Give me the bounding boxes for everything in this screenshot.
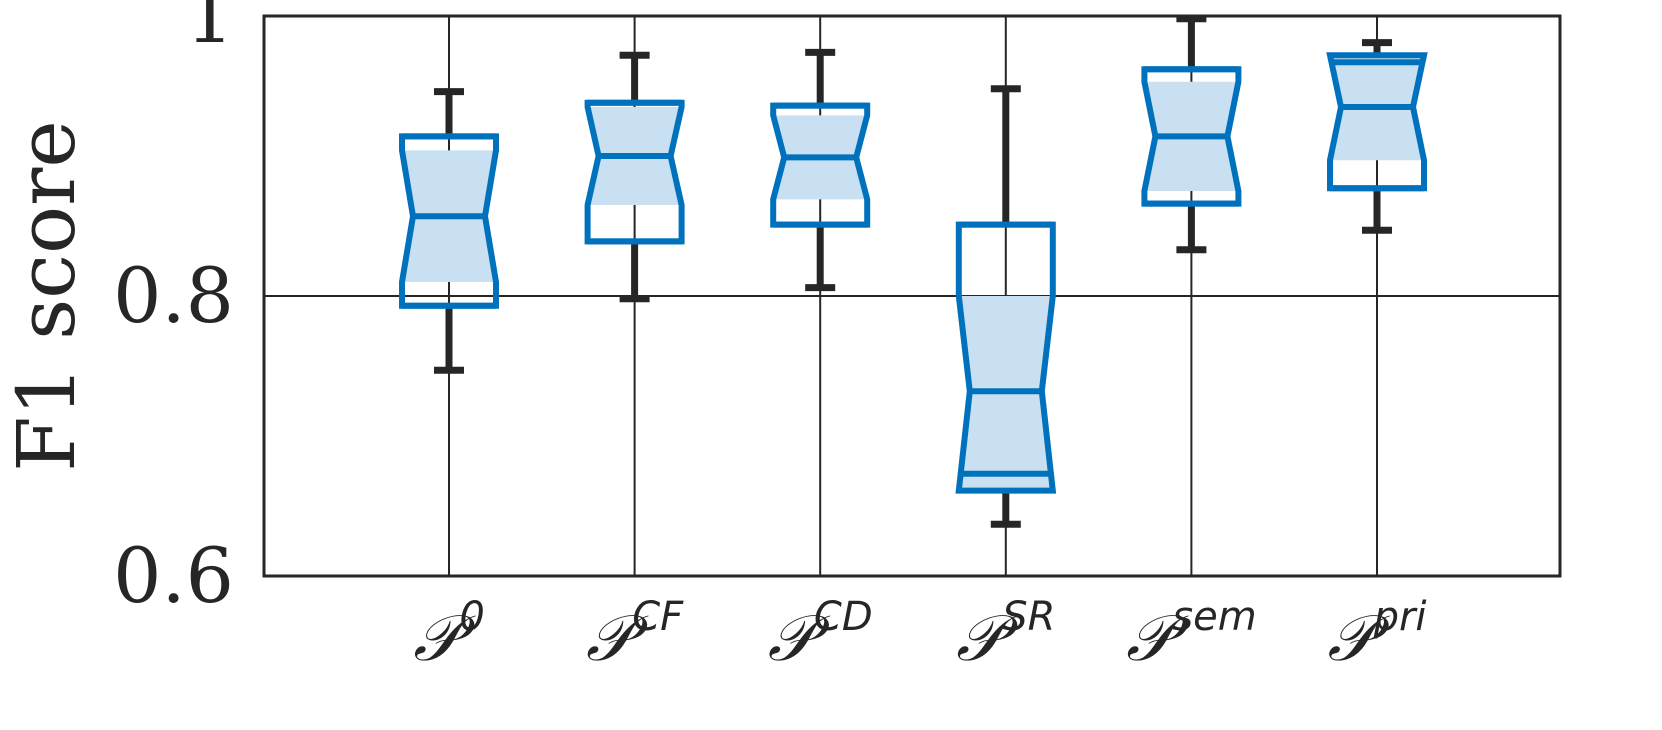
box-outline bbox=[955, 221, 1057, 494]
x-tick-superscript: sem bbox=[1172, 594, 1256, 640]
box-2 bbox=[584, 51, 685, 303]
x-tick-superscript: CF bbox=[632, 594, 684, 640]
y-tick-label: 0.8 bbox=[113, 251, 234, 340]
x-tick-label: 𝒫sem bbox=[1126, 594, 1257, 676]
box-5 bbox=[1141, 15, 1242, 254]
y-tick-label: 0.6 bbox=[113, 531, 234, 620]
y-tick-labels: 0.6 0.8 1 bbox=[113, 0, 234, 620]
box-1 bbox=[399, 88, 499, 374]
x-tick-label: 𝒫CD bbox=[768, 594, 873, 676]
x-tick-label: 𝒫SR bbox=[956, 594, 1055, 676]
x-tick-superscript: 0 bbox=[459, 594, 484, 640]
x-tick-superscript: pri bbox=[1373, 594, 1427, 640]
x-tick-label: 𝒫pri bbox=[1327, 594, 1426, 676]
box-4 bbox=[955, 85, 1057, 528]
x-tick-superscript: CD bbox=[814, 594, 873, 640]
box-6 bbox=[1326, 39, 1428, 234]
box-3 bbox=[770, 48, 871, 292]
x-tick-label: 𝒫CF bbox=[586, 594, 684, 676]
x-tick-superscript: SR bbox=[1002, 594, 1055, 640]
y-tick-label: 1 bbox=[186, 0, 234, 60]
y-axis-title: F1 score bbox=[0, 120, 93, 471]
x-tick-label: 𝒫0 bbox=[413, 594, 485, 676]
x-tick-labels: 𝒫0 𝒫CF 𝒫CD 𝒫SR 𝒫sem 𝒫pri bbox=[413, 594, 1426, 676]
boxes bbox=[399, 15, 1428, 528]
plot-frame bbox=[262, 14, 1562, 578]
